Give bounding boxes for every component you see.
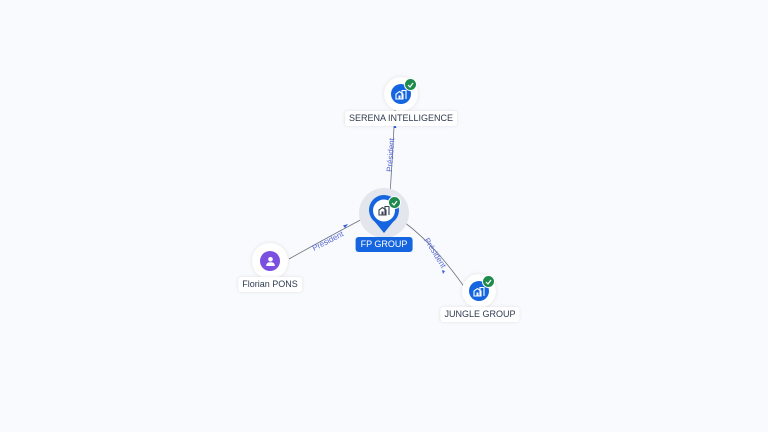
node-florian-pons[interactable] [252,243,292,281]
edge-fp-group-jungle[interactable]: Président [403,221,466,289]
verified-check-icon [388,196,401,209]
verified-check-icon [482,275,495,288]
arrow-icon [442,270,445,274]
node-label-florian-pons[interactable]: Florian PONS [238,277,302,292]
node-serena-intelligence[interactable] [384,77,420,113]
verified-check-icon [404,78,417,91]
edge-label: Président [311,229,346,253]
building-icon [395,89,407,100]
node-jungle-group[interactable] [462,274,500,310]
building-icon [378,205,390,216]
arrow-icon [343,224,348,228]
person-icon [265,256,275,266]
edge-label: Président [422,236,448,270]
node-fp-group[interactable] [358,188,412,240]
node-label-fp-group[interactable]: FP GROUP [355,237,413,252]
node-label-jungle-group[interactable]: JUNGLE GROUP [440,307,520,322]
node-label-serena-intelligence[interactable]: SERENA INTELLIGENCE [344,111,458,126]
building-icon [473,286,485,297]
edge-label: Président [385,137,396,172]
person-node-core [260,251,280,271]
arrow-icon [393,124,397,128]
